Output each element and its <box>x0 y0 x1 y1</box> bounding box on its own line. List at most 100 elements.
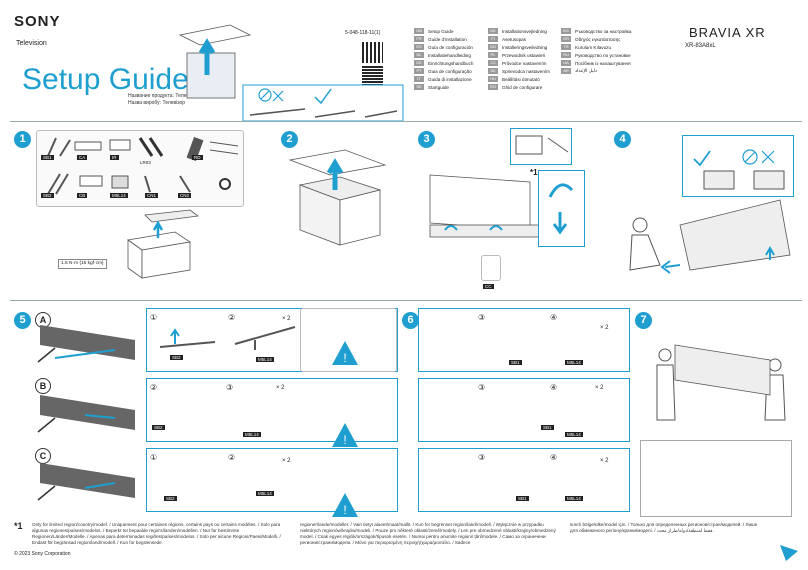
part-label: M5L14 <box>565 432 583 437</box>
part-label: SB2 <box>170 355 183 360</box>
svg-text:!: ! <box>343 433 346 447</box>
quantity: × 2 <box>595 385 604 391</box>
part-label: CC <box>483 284 494 289</box>
part-label: CN2 <box>178 193 192 198</box>
step-7-badge: 7 <box>635 312 652 329</box>
step-3-badge: 3 <box>418 131 435 148</box>
step-4-illustration <box>629 199 791 274</box>
step-6-b-panel <box>418 378 630 442</box>
tv-stand-c <box>37 463 135 501</box>
option-a-mount <box>159 326 296 350</box>
part-label: SB1 <box>541 425 554 430</box>
footnote-col-3: sınırlı bölge/ülke/model için. / Только … <box>570 522 758 533</box>
unboxing-illustration <box>178 24 404 122</box>
substep: ① <box>150 313 158 322</box>
part-label: SB2 <box>152 425 165 430</box>
part-label: M5L14 <box>110 193 128 198</box>
step-7-detail <box>640 440 792 517</box>
asterisk-note-marker: *1 <box>530 168 538 177</box>
accessories-panel <box>36 130 244 207</box>
substep: ③ <box>478 383 486 392</box>
part-label: CA <box>77 155 88 160</box>
part-label: M5L14 <box>565 496 583 501</box>
substep: ③ <box>478 453 486 462</box>
substep: ① <box>150 453 158 462</box>
part-label: M5L14 <box>256 357 274 362</box>
warning-icon: ! <box>332 493 358 517</box>
footnote-col-1: Only for limited region/country/model. /… <box>32 522 281 545</box>
step-2-illustration <box>288 149 387 246</box>
warning-icon: ! <box>332 341 358 365</box>
tv-stand-b <box>37 395 135 433</box>
divider <box>10 300 802 301</box>
copyright: © 2023 Sony Corporation <box>14 551 71 557</box>
substep: ② <box>228 453 236 462</box>
part-label: SB1 <box>41 155 54 160</box>
option-b-panel <box>146 378 398 442</box>
part-label: SB2 <box>164 496 177 501</box>
substep: ③ <box>478 313 486 322</box>
part-label: SB2 <box>41 193 54 198</box>
page-title: Setup Guide <box>22 63 189 96</box>
cc-card <box>481 255 501 281</box>
subtitle: Название продукта: Телевизор Назва вироб… <box>128 93 200 106</box>
step-3-arrows <box>548 183 574 235</box>
part-label: SB1 <box>516 496 529 501</box>
step-4-detail-illustration <box>693 149 785 190</box>
tv-stand-a <box>37 325 135 363</box>
step-6-badge: 6 <box>402 312 419 329</box>
category-label: Television <box>16 40 47 47</box>
substep: ② <box>228 313 236 322</box>
qr-code <box>362 42 383 63</box>
svg-text:!: ! <box>343 503 346 517</box>
sony-logo: SONY <box>14 13 61 30</box>
step-5-badge: 5 <box>14 312 31 329</box>
substep: ③ <box>226 383 234 392</box>
quantity: × 2 <box>600 458 609 464</box>
warning-icon: ! <box>332 423 358 447</box>
substep: ④ <box>550 383 558 392</box>
part-number: 5-048-118-11(1) <box>345 30 381 36</box>
substep: ② <box>150 383 158 392</box>
option-a-badge: A <box>35 312 51 328</box>
step-4-badge: 4 <box>614 131 631 148</box>
step-7-illustration <box>656 344 786 421</box>
quantity: × 2 <box>282 458 291 464</box>
tv-detail-illustration <box>515 135 569 155</box>
step-2-badge: 2 <box>281 131 298 148</box>
option-c-panel <box>146 448 398 512</box>
accessories-illustration <box>47 136 239 195</box>
quantity: × 2 <box>282 316 291 322</box>
svg-text:!: ! <box>343 351 346 365</box>
part-label: M5L14 <box>256 491 274 496</box>
step-6-a-panel <box>418 308 630 372</box>
asterisk-note-marker: *1 <box>14 521 23 531</box>
recycle-logo <box>780 545 798 561</box>
part-label: IR <box>110 155 119 160</box>
step-3-illustration <box>429 174 541 238</box>
box-illustration <box>126 209 200 279</box>
qr-code-2 <box>362 65 383 86</box>
product-logo: BRAVIA XR <box>689 25 766 40</box>
